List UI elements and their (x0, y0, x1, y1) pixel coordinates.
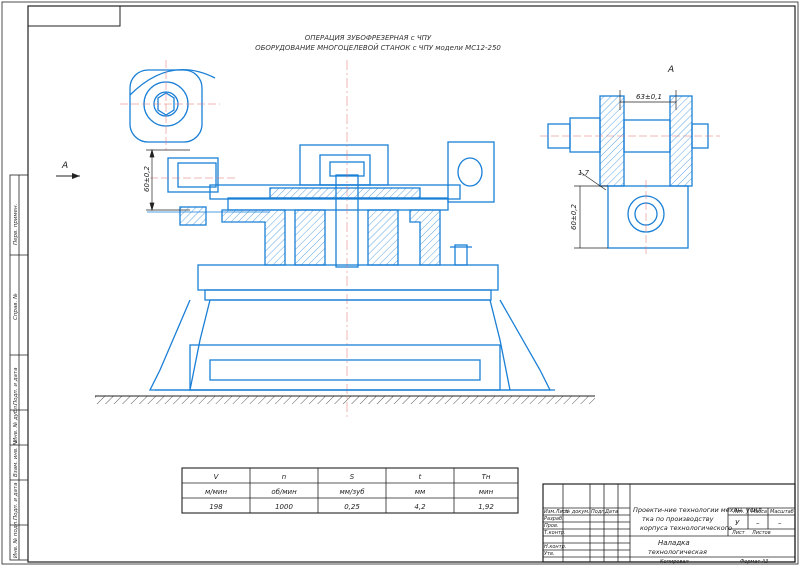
tb-mass-value: – (756, 519, 760, 527)
detail-width-text: 63±0,1 (636, 93, 662, 101)
side-label-2: Справ. № (13, 293, 19, 320)
tb-col-date: Дата (604, 509, 618, 515)
param-unit-s: мм/зуб (339, 488, 365, 496)
side-label-4: Инв. № дубл. (13, 404, 19, 442)
left-dimension-text: 60±0,2 (143, 166, 151, 192)
side-label-6: Подп. и дата (13, 482, 19, 520)
side-stamp (9, 174, 29, 561)
param-unit-tn: мин (479, 488, 494, 496)
detail-angle-text: 1,7 (578, 169, 590, 177)
tb-doc-title-3: корпуса технологического (640, 524, 732, 532)
operation-title: ОПЕРАЦИЯ ЗУБОФРЕЗЕРНАЯ с ЧПУ (305, 34, 432, 42)
side-label-5: Взам. инв. № (13, 439, 19, 477)
tb-role-ncontrol: Н.контр. (544, 544, 566, 550)
tb-scale-head: Масштаб (770, 509, 794, 515)
detail-height-text: 60±0,2 (570, 204, 578, 230)
params-table (181, 467, 519, 514)
param-header-n: n (282, 473, 286, 481)
hob-cutter (120, 60, 220, 150)
tb-role-check: Пров. (544, 523, 559, 529)
param-header-tn: Tн (482, 473, 491, 481)
tb-mass-head: Масса (751, 509, 767, 515)
detail-view-label: А (667, 65, 674, 75)
param-header-t: t (419, 473, 422, 481)
param-value-s: 0,25 (344, 503, 360, 511)
params-table-text: V n S t Tн м/мин об/мин мм/зуб мм мин 19… (205, 473, 494, 511)
tb-sheet-name-2: технологическая (648, 548, 707, 556)
title-block (542, 483, 796, 563)
tb-role-tcontrol: Т.контр. (544, 530, 566, 536)
tb-lists: Листов (751, 530, 771, 536)
title-block-text: Изм.Лист № докум. Подп. Дата Разраб. Про… (544, 506, 794, 565)
view-arrow-label: А (61, 161, 68, 171)
tb-footer-right: Формат А3 (740, 559, 768, 565)
param-value-tn: 1,92 (478, 503, 494, 511)
tb-footer-left: Копировал (660, 559, 689, 565)
tb-scale-value: – (778, 519, 782, 527)
detail-view (540, 95, 720, 255)
tb-col-izm: Изм.Лист (544, 509, 570, 515)
side-label-7: Инв. № подл. (13, 520, 19, 558)
equipment-title: ОБОРУДОВАНИЕ МНОГОЦЕЛЕВОЙ СТАНОК с ЧПУ м… (255, 43, 501, 52)
ground-line (95, 395, 595, 404)
tb-col-sign: Подп. (591, 509, 606, 515)
tb-role-dev: Разраб. (544, 516, 564, 522)
left-dimension (146, 148, 190, 212)
param-header-v: V (214, 473, 220, 481)
tb-doc-title-1: Проекти-ние технологии механ. усил- (633, 506, 765, 514)
tb-lit-value: У (735, 519, 740, 527)
tb-lit-head: Лит. (732, 509, 745, 515)
tb-role-approve: Утв. (544, 551, 555, 557)
side-stamp-labels: Перв. примен. Справ. № Подп. и дата Инв.… (13, 203, 19, 558)
tb-doc-title-2: тка по производству (642, 515, 714, 523)
param-value-v: 198 (209, 503, 223, 511)
detail-dimensions (574, 90, 677, 249)
param-unit-n: об/мин (271, 488, 297, 496)
param-unit-t: мм (415, 488, 426, 496)
param-value-n: 1000 (275, 503, 293, 511)
param-header-s: S (350, 473, 355, 481)
side-label-1: Перв. примен. (13, 203, 19, 245)
param-unit-v: м/мин (205, 488, 227, 496)
fixture-assembly (120, 60, 555, 420)
view-arrow: А (56, 161, 80, 179)
tb-col-doc: № докум. (564, 509, 590, 515)
tb-list: Лист (731, 530, 746, 536)
side-label-3: Подп. и дата (13, 367, 19, 405)
param-value-t: 4,2 (414, 503, 426, 511)
tb-sheet-name-1: Наладка (658, 539, 690, 547)
